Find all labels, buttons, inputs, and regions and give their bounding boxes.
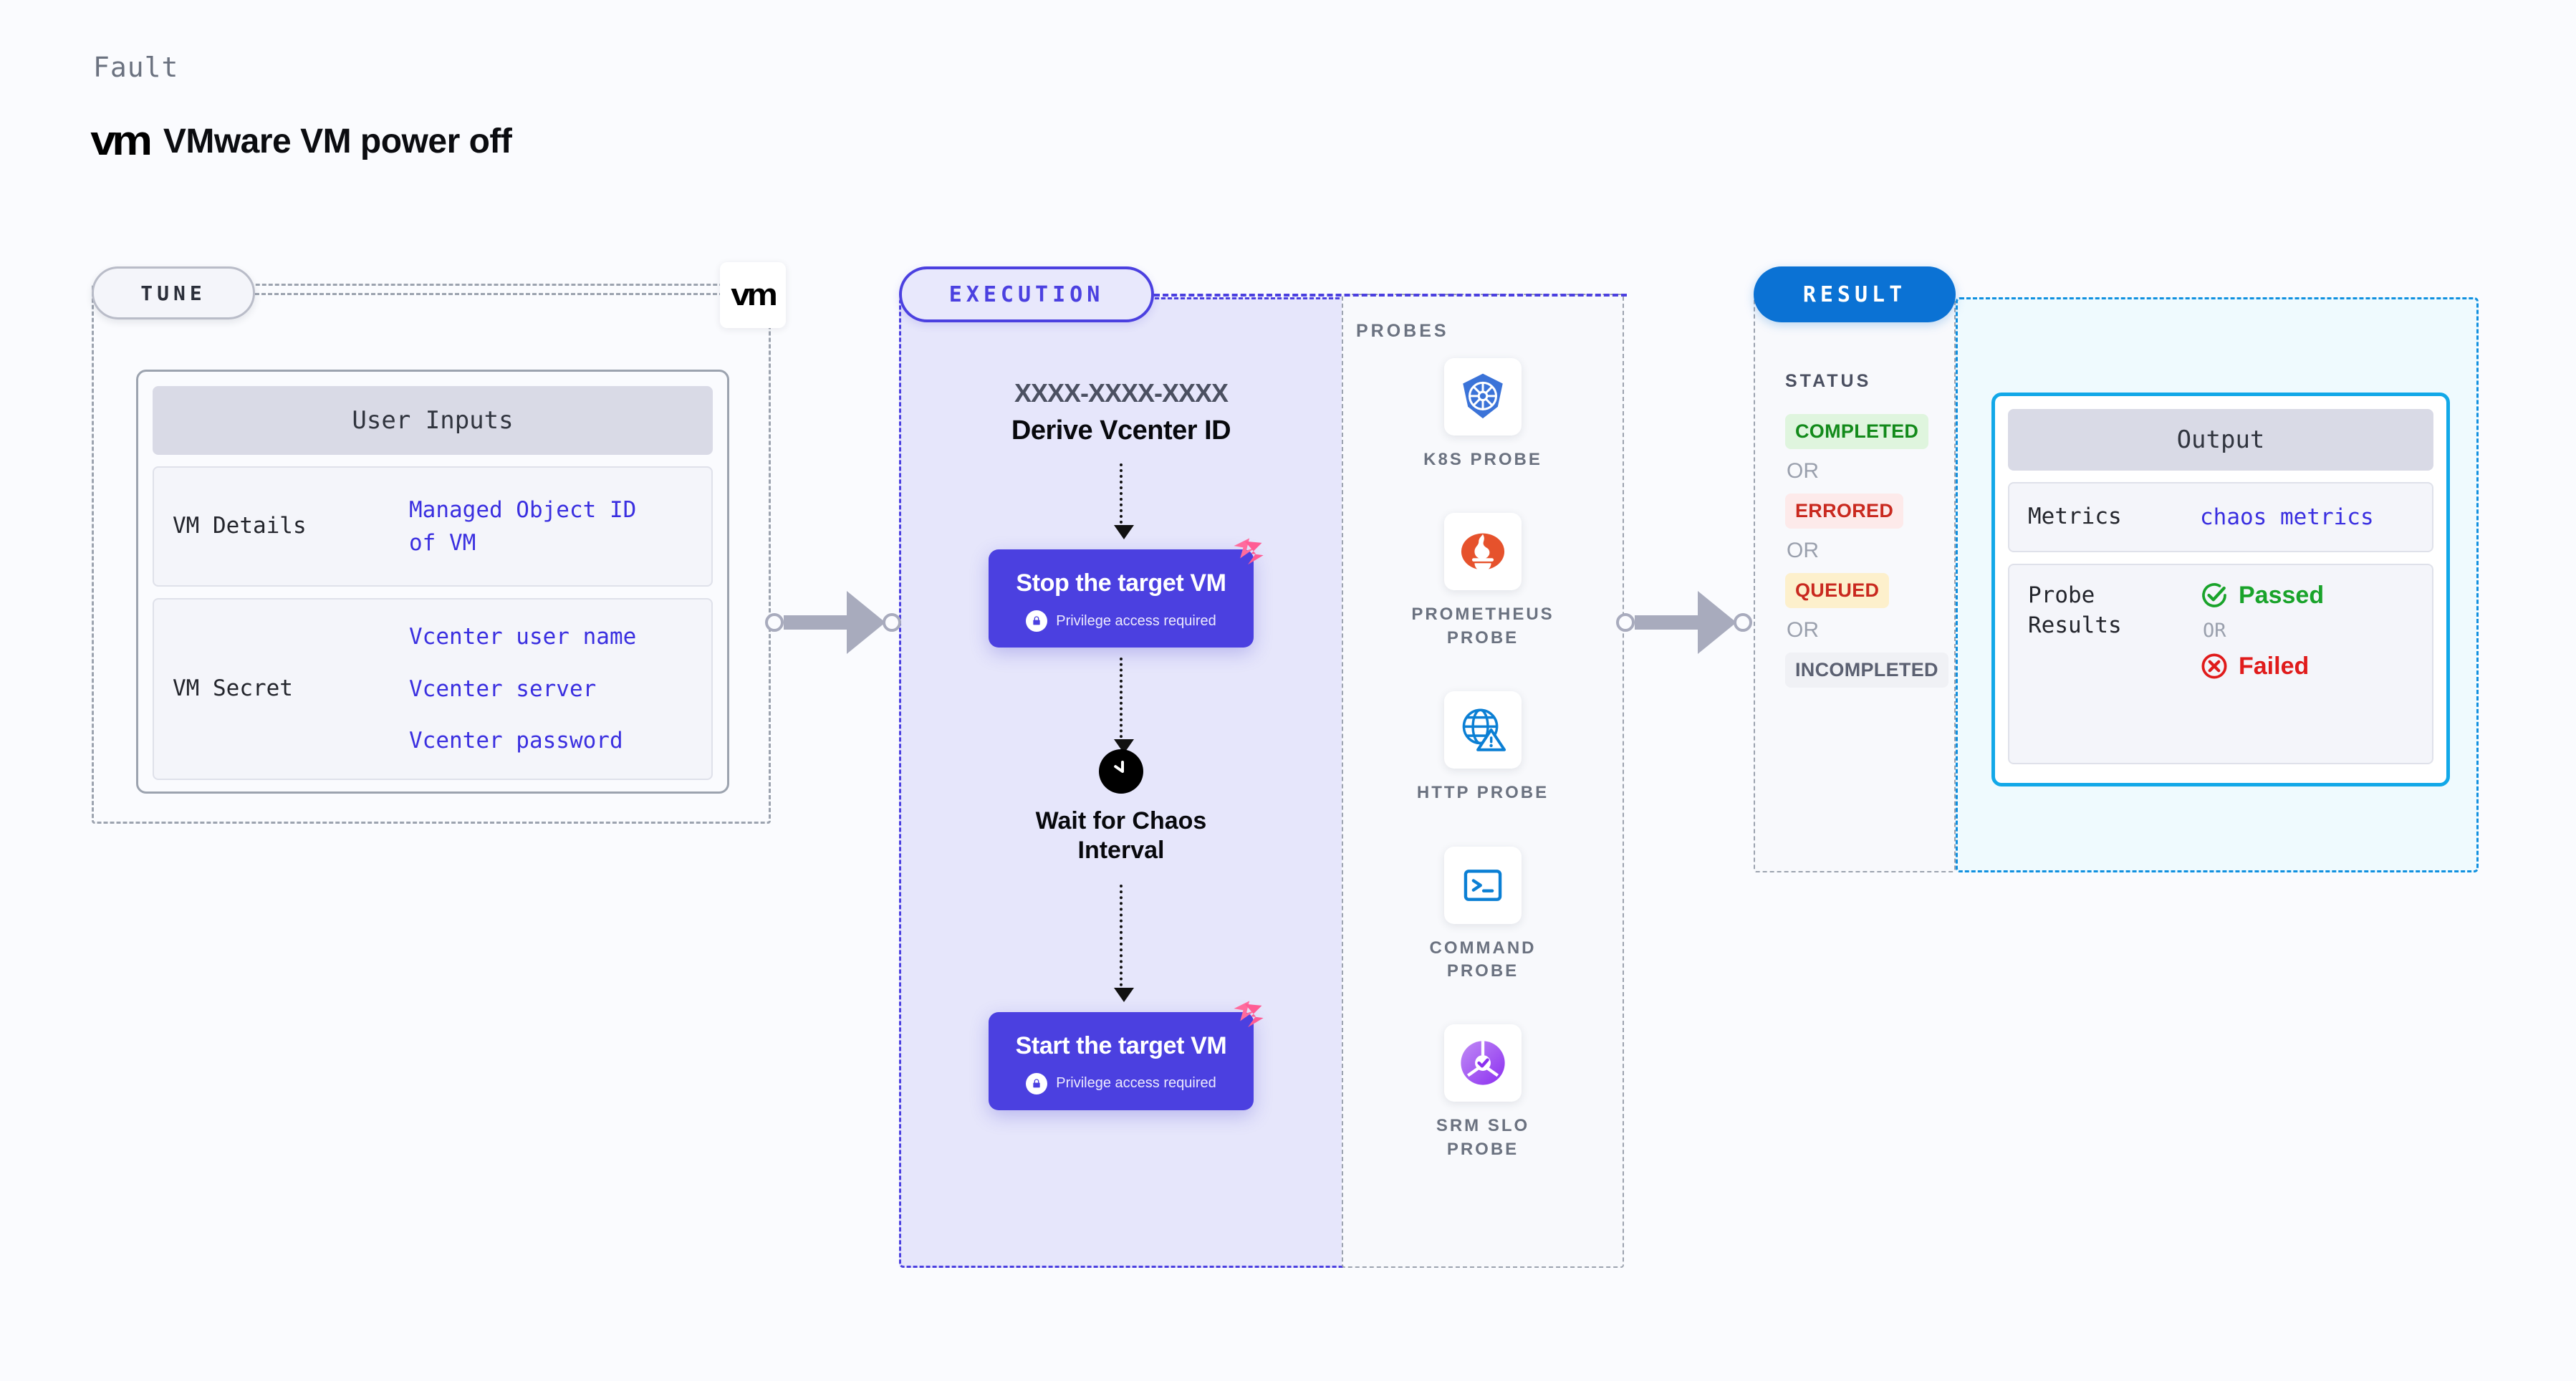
page-title: VMware VM power off bbox=[163, 122, 512, 160]
step-stop-target-vm[interactable]: Stop the target VM Privilege access requ… bbox=[989, 538, 1264, 648]
list-item[interactable]: K8S PROBE bbox=[1423, 358, 1542, 471]
probe-result-passed: Passed bbox=[2200, 581, 2324, 610]
status-list: COMPLETED OR ERRORED OR QUEUED OR INCOMP… bbox=[1785, 414, 1957, 688]
connector-arrowhead-icon bbox=[847, 591, 885, 654]
probe-label: PROMETHEUS PROBE bbox=[1411, 605, 1554, 648]
step-privilege-note: Privilege access required bbox=[989, 1072, 1254, 1094]
status-or-label: OR bbox=[1787, 539, 1819, 562]
flow-arrow-icon bbox=[1114, 658, 1134, 754]
step-privilege-text: Privilege access required bbox=[1056, 612, 1216, 629]
tune-connector-line bbox=[255, 293, 724, 295]
probes-panel bbox=[1342, 294, 1624, 1268]
wait-for-chaos-interval-label: Wait for Chaos Interval bbox=[1035, 807, 1207, 865]
connector-end-dot bbox=[883, 613, 901, 632]
harness-badge-icon bbox=[1234, 1001, 1264, 1028]
derive-vcenter-id-label: Derive Vcenter ID bbox=[1011, 415, 1231, 446]
probe-label: SRM SLO PROBE bbox=[1436, 1116, 1530, 1159]
tune-pill-label[interactable]: TUNE bbox=[92, 266, 255, 319]
vmware-badge-icon: vm bbox=[720, 262, 786, 328]
metrics-label: Metrics bbox=[2028, 504, 2122, 530]
execution-connector-line bbox=[1154, 294, 1627, 297]
step-privilege-text: Privilege access required bbox=[1056, 1075, 1216, 1092]
connector-start-dot bbox=[765, 613, 784, 632]
vm-secret-value-3: Vcenter password bbox=[409, 728, 623, 754]
probes-title: PROBES bbox=[1356, 321, 1449, 341]
status-badge: INCOMPLETED bbox=[1785, 653, 1948, 688]
flow-arrow-icon bbox=[1114, 463, 1134, 539]
passed-label: Passed bbox=[2239, 581, 2325, 609]
table-row: VM Secret Vcenter user name Vcenter serv… bbox=[153, 598, 713, 780]
step-start-target-vm[interactable]: Start the target VM Privilege access req… bbox=[989, 1001, 1264, 1110]
kubernetes-icon bbox=[1443, 358, 1522, 436]
step-title: Stop the target VM bbox=[1016, 569, 1226, 597]
prometheus-icon bbox=[1444, 513, 1522, 591]
step-privilege-note: Privilege access required bbox=[989, 610, 1254, 632]
harness-badge-icon bbox=[1234, 538, 1264, 565]
connector-tune-to-execution bbox=[765, 591, 901, 654]
list-item[interactable]: HTTP PROBE bbox=[1417, 691, 1549, 804]
page-title-row: vm VMware VM power off bbox=[90, 117, 512, 164]
vm-secret-values: Vcenter user name Vcenter server Vcenter… bbox=[409, 620, 636, 758]
step-title: Start the target VM bbox=[1015, 1031, 1227, 1059]
status-badge: COMPLETED bbox=[1785, 414, 1929, 449]
lock-icon bbox=[1026, 1072, 1048, 1094]
status-badge: ERRORED bbox=[1785, 494, 1904, 529]
status-title: STATUS bbox=[1785, 371, 1872, 391]
status-or-label: OR bbox=[1787, 459, 1819, 483]
vm-secret-label: VM Secret bbox=[173, 675, 293, 702]
page-kicker: Fault bbox=[93, 52, 179, 83]
probe-results-label: Probe Results bbox=[2028, 582, 2122, 638]
flow-arrow-icon bbox=[1114, 884, 1134, 1002]
result-pill-label[interactable]: RESULT bbox=[1754, 266, 1956, 322]
probe-results-values: Passed OR Failed bbox=[2200, 581, 2324, 680]
execution-pill-label[interactable]: EXECUTION bbox=[899, 266, 1154, 322]
status-or-label: OR bbox=[1787, 618, 1819, 642]
connector-bar bbox=[1635, 615, 1699, 630]
list-item[interactable]: SRM SLO PROBE bbox=[1397, 1024, 1569, 1161]
connector-arrowhead-icon bbox=[1698, 591, 1736, 654]
vm-details-value-1: Managed Object ID bbox=[409, 496, 637, 523]
probe-result-failed: Failed bbox=[2200, 652, 2324, 680]
terminal-icon bbox=[1444, 846, 1522, 924]
probe-label: K8S PROBE bbox=[1423, 450, 1542, 469]
metrics-value: chaos metrics bbox=[2200, 504, 2374, 530]
output-card: Output Metrics chaos metrics Probe Resul… bbox=[1991, 393, 2450, 786]
vmware-badge-text: vm bbox=[731, 277, 778, 312]
table-row: Metrics chaos metrics bbox=[2008, 482, 2433, 552]
vcenter-id-placeholder: XXXX-XXXX-XXXX bbox=[1014, 378, 1229, 408]
vmware-logo-icon: vm bbox=[90, 117, 153, 164]
table-row: VM Details Managed Object ID of VM bbox=[153, 466, 713, 587]
user-inputs-header: User Inputs bbox=[153, 386, 713, 455]
list-item[interactable]: COMMAND PROBE bbox=[1397, 846, 1569, 983]
vm-details-label: VM Details bbox=[173, 513, 307, 539]
vm-secret-value-1: Vcenter user name bbox=[409, 624, 637, 650]
x-circle-icon bbox=[2201, 653, 2227, 679]
probe-label: HTTP PROBE bbox=[1416, 783, 1549, 803]
user-inputs-card: User Inputs VM Details Managed Object ID… bbox=[136, 370, 729, 794]
probe-label: COMMAND PROBE bbox=[1429, 938, 1537, 981]
http-globe-icon bbox=[1444, 691, 1522, 769]
vm-secret-value-2: Vcenter server bbox=[409, 675, 597, 702]
probes-list: K8S PROBE PROMETHEUS PROBE bbox=[1342, 358, 1624, 1203]
output-header: Output bbox=[2008, 409, 2433, 471]
srm-slo-icon bbox=[1444, 1024, 1522, 1102]
vm-details-values: Managed Object ID of VM bbox=[409, 494, 636, 560]
table-row: Probe Results Passed OR Faile bbox=[2008, 564, 2433, 764]
execution-flow: XXXX-XXXX-XXXX Derive Vcenter ID Stop th… bbox=[899, 315, 1343, 1268]
lock-icon bbox=[1026, 610, 1048, 632]
check-circle-icon bbox=[2202, 583, 2226, 607]
connector-end-dot bbox=[1734, 613, 1752, 632]
clock-icon bbox=[1099, 749, 1143, 794]
probe-result-or-label: OR bbox=[2203, 620, 2226, 642]
connector-bar bbox=[784, 615, 848, 630]
status-badge: QUEUED bbox=[1785, 573, 1890, 608]
tune-panel bbox=[92, 284, 771, 824]
connector-execution-to-result bbox=[1616, 591, 1752, 654]
failed-label: Failed bbox=[2239, 652, 2310, 680]
connector-start-dot bbox=[1616, 613, 1635, 632]
list-item[interactable]: PROMETHEUS PROBE bbox=[1397, 513, 1569, 650]
vm-details-value-2: of VM bbox=[409, 530, 476, 556]
